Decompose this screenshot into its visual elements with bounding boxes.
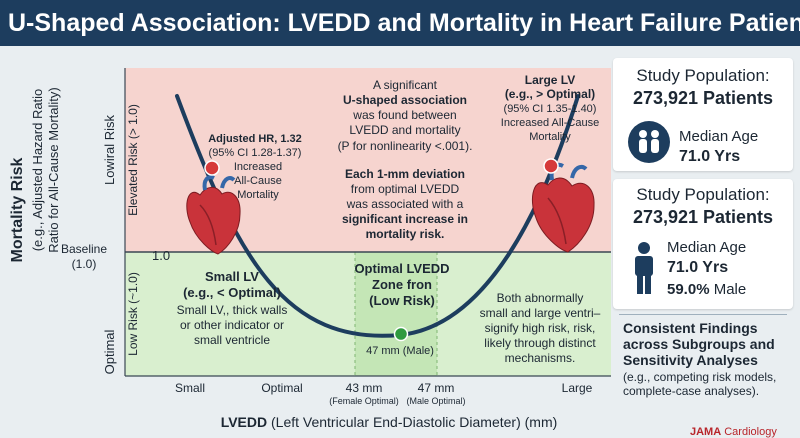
right-hr-line-3: (95% CI 1.35-1.40) — [504, 103, 597, 115]
center-mid-line-3: was associated with a — [346, 197, 464, 211]
y-axis-word-baseline-value: (1.0) — [72, 257, 97, 271]
findings-title: Consistent Findings across Subgroups and… — [623, 320, 775, 368]
median2-label: Median Age — [667, 239, 747, 256]
small-lv-line-2: (e.g., < Optimal) — [183, 285, 281, 300]
baseline-value-label: 1.0 — [152, 248, 170, 263]
left-heart-illustration — [186, 175, 241, 255]
small-lv-line-5: small ventricle — [194, 333, 270, 347]
left-hr-line-2: (95% CI 1.28-1.37) — [209, 147, 302, 159]
x-tick-note-female: (Female Optimal) — [329, 396, 399, 406]
center-top-line-4: LVEDD and mortality — [349, 123, 460, 137]
x-axis-title-bold: LVEDD — [221, 414, 267, 430]
y-axis-subtitle-2: Ratio for All-Cause Mortality) — [46, 87, 61, 252]
small-lv-line-3: Small LV,, thick walls — [177, 303, 288, 317]
left-hr-line-1: Adjusted HR, 1.32 — [208, 133, 302, 145]
x-tick-small: Small — [175, 381, 205, 395]
study1-label: Study Population: — [636, 66, 770, 85]
y-axis-word-lower-risk: Lowiral Risk — [102, 114, 117, 185]
study1-value: 273,921 Patients — [632, 88, 774, 108]
left-hr-annotation: Adjusted HR, 1.32 (95% CI 1.28-1.37) Inc… — [208, 133, 302, 201]
left-hr-line-3: Increased — [234, 161, 282, 173]
x-tick-note-male: (Male Optimal) — [406, 396, 465, 406]
center-mid-line-2: from optimal LVEDD — [351, 182, 460, 196]
optimal-point — [393, 326, 409, 342]
x-axis-title: LVEDD (Left Ventricular End-Diastolic Di… — [221, 414, 558, 430]
y-axis-title: Mortality Risk — [9, 157, 26, 262]
side-panel: Study Population: 273,921 Patients Media… — [613, 52, 793, 424]
both-abnormal-annotation: Both abnormally small and large ventri– … — [480, 291, 601, 365]
right-hr-annotation: Large LV (e.g., > Optimal) (95% CI 1.35-… — [501, 73, 599, 143]
right-hr-line-5: Mortality — [529, 131, 571, 143]
left-risk-point — [204, 160, 220, 176]
title-bar: U-Shaped Association: LVEDD and Mortalit… — [0, 0, 800, 46]
findings-text: (e.g., competing risk models, complete-c… — [623, 370, 777, 398]
optimal-zone-band — [355, 252, 437, 376]
y-axis-word-baseline: Baseline — [61, 242, 107, 256]
center-mid-line-1: Each 1-mm deviation — [345, 167, 465, 181]
optimal-zone-line-3: (Low Risk) — [369, 293, 435, 308]
both-abnormal-line-2: small and large ventri– — [480, 306, 601, 320]
both-abnormal-line-3: signify high risk, risk, — [485, 321, 596, 335]
center-top-line-1: A significant — [373, 78, 438, 92]
y-axis-subtitle-1: (e.g., Adjusted Hazard Ratio — [30, 89, 45, 252]
y-band-label-elevated: Elevated Risk (> 1.0) — [126, 104, 140, 216]
optimal-zone-line-2: Zone fron — [372, 277, 432, 292]
center-top-line-5: (P for nonlinearity <.001). — [338, 139, 473, 153]
median1-value: 71.0 Yrs — [679, 148, 741, 165]
left-hr-line-4: All-Cause — [234, 175, 282, 187]
right-hr-line-4: Increased All-Cause — [501, 117, 599, 129]
optimal-marker-label: 47 mm (Male) — [366, 345, 434, 357]
male-stat: 59.0% Male — [667, 281, 746, 298]
person-icon — [635, 242, 653, 294]
right-risk-point — [543, 158, 559, 174]
median1-label: Median Age — [679, 128, 759, 145]
journal-logo: JAMA Cardiology — [690, 426, 777, 438]
people-group-icon — [628, 121, 670, 163]
both-abnormal-line-5: mechanisms. — [505, 351, 576, 365]
center-top-line-2: U-shaped association — [343, 93, 467, 107]
both-abnormal-line-1: Both abnormally — [497, 291, 584, 305]
optimal-zone-line-1: Optimal LVEDD — [354, 261, 449, 276]
x-tick-optimal: Optimal — [261, 381, 302, 395]
both-abnormal-line-4: likely through distinct — [484, 336, 596, 350]
right-hr-line-1: Large LV — [525, 73, 575, 87]
x-tick-47mm: 47 mm — [418, 381, 455, 395]
study-card-1: Study Population: 273,921 Patients Media… — [613, 58, 793, 171]
male-pct: 59.0% — [667, 281, 710, 298]
center-mid-annotation: Each 1-mm deviation from optimal LVEDD w… — [342, 167, 468, 241]
small-lv-line-4: or other indicator or — [180, 318, 284, 332]
x-tick-43mm: 43 mm — [346, 381, 383, 395]
x-axis-title-rest: (Left Ventricular End-Diastolic Diameter… — [271, 414, 557, 430]
study2-value: 273,921 Patients — [632, 207, 774, 227]
right-hr-line-2: (e.g., > Optimal) — [505, 87, 595, 101]
panel-divider — [619, 314, 787, 315]
small-lv-annotation: Small LV (e.g., < Optimal) Small LV,, th… — [177, 269, 288, 347]
male-label: Male — [713, 281, 747, 298]
center-top-line-3: was found between — [352, 108, 456, 122]
y-band-label-low: Low Risk (~1.0) — [126, 272, 140, 356]
center-top-annotation: A significant U-shaped association was f… — [338, 78, 473, 153]
y-axis-word-optimal: Optimal — [102, 329, 117, 374]
small-lv-line-1: Small LV — [205, 269, 259, 284]
journal-name-bold: JAMA — [690, 426, 722, 438]
x-tick-large: Large — [562, 381, 593, 395]
center-mid-line-5: mortality risk. — [366, 227, 445, 241]
study-card-2: Study Population: 273,921 Patients Media… — [613, 179, 793, 309]
center-mid-line-4: significant increase in — [342, 212, 468, 226]
median2-value: 71.0 Yrs — [667, 259, 729, 276]
optimal-zone-annotation: Optimal LVEDD Zone fron (Low Risk) — [354, 261, 449, 308]
page-title: U-Shaped Association: LVEDD and Mortalit… — [8, 9, 800, 37]
u-shaped-chart: Mortality Risk (e.g., Adjusted Hazard Ra… — [0, 46, 612, 437]
journal-name-rest: Cardiology — [724, 426, 777, 438]
study2-label: Study Population: — [636, 185, 770, 204]
left-hr-line-5: Mortality — [237, 189, 279, 201]
